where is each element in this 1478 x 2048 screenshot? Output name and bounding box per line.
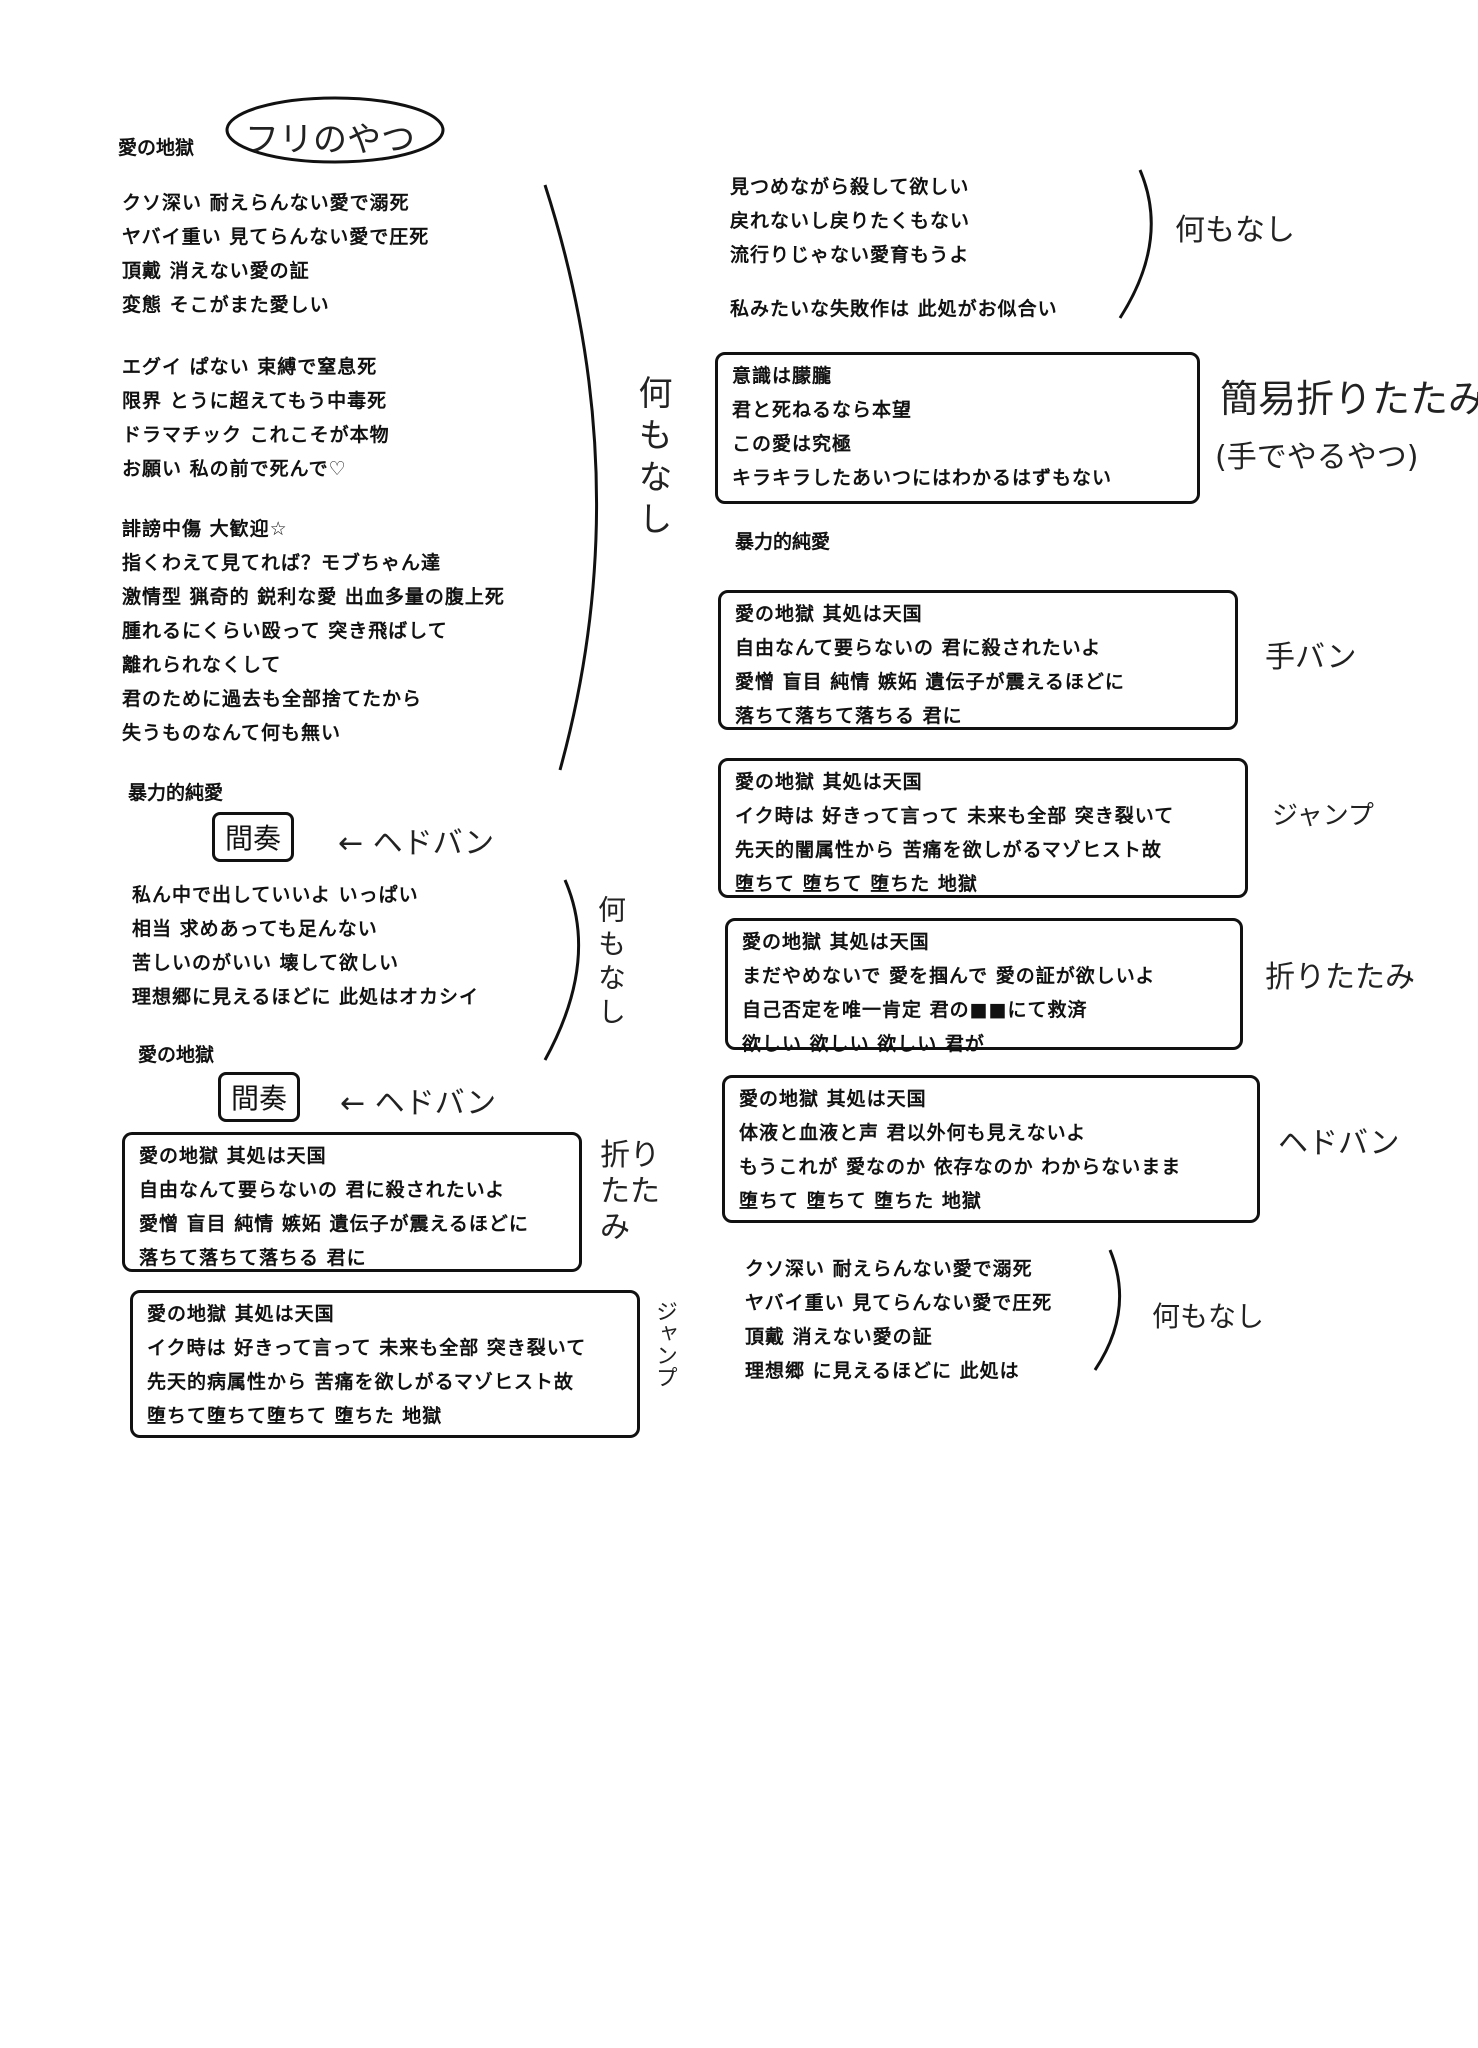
lyric-line: 誹謗中傷 大歓迎☆ [122,518,288,540]
lyric-line: 体液と血液と声 君以外何も見えないよ [739,1122,1087,1144]
lyric-line: 愛の地獄 其処は天国 [139,1145,327,1167]
lyric-line: 意識は朦朧 [732,365,833,387]
lyric-line: 理想郷に見えるほどに 此処はオカシイ [132,986,480,1008]
note-simple-fold: 簡易折りたたみ [1220,377,1478,421]
lyric-line: エグイ ぱない 束縛で窒息死 [122,356,378,378]
right-stanza-1: 見つめながら殺して欲しい 戻れないし戻りたくもない 流行りじゃない愛育もうよ 私… [730,170,1058,326]
lyric-line: 相当 求めあっても足んない [132,918,378,940]
note-jump-left: ジャンプ [652,1300,677,1388]
lyric-line: ドラマチック これこそが本物 [122,424,390,446]
lyric-line: 流行りじゃない愛育もうよ [730,244,970,266]
lyric-line: 自由なんて要らないの 君に殺されたいよ [139,1179,506,1201]
lyric-line: イク時は 好きって言って 未来も全部 突き裂いて [147,1337,587,1359]
lyric-line: キラキラしたあいつにはわかるはずもない [732,467,1113,489]
note-nothing-right: 何もなし [1175,213,1295,248]
lyric-line: 堕ちて 堕ちて 堕ちた 地獄 [735,873,978,895]
note-nothing-final: 何もなし [1152,1300,1265,1333]
lyric-line: 愛の地獄 其処は天国 [735,771,923,793]
right-heading-1: 暴力的純愛 [735,531,831,553]
lyric-line: 自己否定を唯一肯定 君の■■にて救済 [742,999,1088,1021]
lyric-line: 自由なんて要らないの 君に殺されたいよ [735,637,1102,659]
lyric-line: 指くわえて見てれば？モブちゃん達 [122,552,442,574]
right-chorus-box-2: 愛の地獄 其処は天国 イク時は 好きって言って 未来も全部 突き裂いて 先天的闇… [718,758,1248,898]
left-stanza-3: 誹謗中傷 大歓迎☆ 指くわえて見てれば？モブちゃん達 激情型 猟奇的 鋭利な愛 … [122,512,505,750]
note-fold-right: 折りたたみ [1265,960,1415,995]
left-heading-2: 愛の地獄 [138,1044,215,1066]
lyric-line: ヤバイ重い 見てらんない愛で圧死 [745,1292,1053,1314]
lyric-line: 先天的闇属性から 苦痛を欲しがるマゾヒスト故 [735,839,1162,861]
lyric-line: 君と死ねるなら本望 [732,399,913,421]
note-simple-fold-sub: (手でやるやつ) [1215,440,1419,475]
lyric-line: クソ深い 耐えらんない愛で溺死 [745,1258,1033,1280]
lyric-line: まだやめないで 愛を掴んで 愛の証が欲しいよ [742,965,1156,987]
lyric-line: 落ちて落ちて落ちる 君に [139,1247,367,1269]
note-headbang-right: ヘドバン [1278,1126,1400,1161]
left-chorus-box-1: 愛の地獄 其処は天国 自由なんて要らないの 君に殺されたいよ 愛憎 盲目 純情 … [122,1132,582,1272]
lyric-line: お願い 私の前で死んで♡ [122,458,347,480]
right-chorus-box-4: 愛の地獄 其処は天国 体液と血液と声 君以外何も見えないよ もうこれが 愛なのか… [722,1075,1260,1223]
lyric-line: 私ん中で出していいよ いっぱい [132,884,419,906]
lyric-line: 腫れるにくらい殴って 突き飛ばして [122,620,448,642]
note-nothing-left-2: 何もなし [594,895,627,1031]
left-stanza-4: 私ん中で出していいよ いっぱい 相当 求めあっても足んない 苦しいのがいい 壊し… [132,878,479,1014]
right-box-0: 意識は朦朧 君と死ねるなら本望 この愛は究極 キラキラしたあいつにはわかるはずも… [715,352,1200,504]
lyric-line: 堕ちて堕ちて堕ちて 堕ちた 地獄 [147,1405,443,1427]
title-note: フリのやつ [245,120,415,160]
lyric-line: 先天的病属性から 苦痛を欲しがるマゾヒスト故 [147,1371,574,1393]
lyric-line: 見つめながら殺して欲しい [730,176,970,198]
lyric-line: もうこれが 愛なのか 依存なのか わからないまま [739,1156,1182,1178]
lyric-line: 理想郷 に見えるほどに 此処は [745,1360,1020,1382]
note-hand-ban: 手バン [1265,640,1357,675]
right-chorus-box-3: 愛の地獄 其処は天国 まだやめないで 愛を掴んで 愛の証が欲しいよ 自己否定を唯… [725,918,1243,1055]
lyric-line: イク時は 好きって言って 未来も全部 突き裂いて [735,805,1175,827]
left-chorus-box-2: 愛の地獄 其処は天国 イク時は 好きって言って 未来も全部 突き裂いて 先天的病… [130,1290,640,1438]
lyric-line: 頂戴 消えない愛の証 [745,1326,933,1348]
lyric-line: 私みたいな失敗作は 此処がお似合い [730,298,1058,320]
lyric-line: 限界 とうに超えてもう中毒死 [122,390,388,412]
lyric-line: 頂戴 消えない愛の証 [122,260,310,282]
interlude-box-2: 間奏 [218,1072,301,1122]
left-stanza-2: エグイ ぱない 束縛で窒息死 限界 とうに超えてもう中毒死 ドラマチック これこ… [122,350,390,486]
lyric-line: 落ちて落ちて落ちる 君に [735,705,963,727]
lyric-line: 離れられなくして [122,654,282,676]
interlude-box-1: 間奏 [212,812,295,862]
lyric-line: 愛憎 盲目 純情 嫉妬 遺伝子が震えるほどに [735,671,1125,693]
lyric-line: 苦しいのがいい 壊して欲しい [132,952,400,974]
song-title: 愛の地獄 [118,137,195,159]
lyric-line: ヤバイ重い 見てらんない愛で圧死 [122,226,430,248]
right-final-stanza: クソ深い 耐えらんない愛で溺死 ヤバイ重い 見てらんない愛で圧死 頂戴 消えない… [745,1252,1052,1388]
right-chorus-box-1: 愛の地獄 其処は天国 自由なんて要らないの 君に殺されたいよ 愛憎 盲目 純情 … [718,590,1238,730]
lyric-line: 愛憎 盲目 純情 嫉妬 遺伝子が震えるほどに [139,1213,529,1235]
lyric-line: 愛の地獄 其処は天国 [735,603,923,625]
lyric-line: クソ深い 耐えらんない愛で溺死 [122,192,410,214]
lyric-line: この愛は究極 [732,433,853,455]
lyric-line: 戻れないし戻りたくもない [730,210,971,232]
interlude-note-1: ← ヘドバン [338,826,495,861]
lyric-line: 失うものなんて何も無い [122,722,342,744]
left-stanza-1: クソ深い 耐えらんない愛で溺死 ヤバイ重い 見てらんない愛で圧死 頂戴 消えない… [122,186,429,322]
note-nothing-left: 何もなし [632,375,672,543]
lyric-line: 君のために過去も全部捨てたから [122,688,423,710]
lyric-line: 欲しい 欲しい 欲しい 君が [742,1033,985,1055]
left-heading-1: 暴力的純愛 [128,782,224,804]
lyric-line: 愛の地獄 其処は天国 [742,931,930,953]
lyric-line: 愛の地獄 其処は天国 [739,1088,927,1110]
note-jump-right: ジャンプ [1272,801,1374,831]
interlude-note-2: ← ヘドバン [340,1086,497,1121]
lyric-line: 激情型 猟奇的 鋭利な愛 出血多量の腹上死 [122,586,505,608]
lyric-line: 愛の地獄 其処は天国 [147,1303,335,1325]
note-fold-left: 折りたたみ [600,1138,660,1245]
lyric-line: 変態 そこがまた愛しい [122,294,330,316]
lyric-line: 堕ちて 堕ちて 堕ちた 地獄 [739,1190,982,1212]
